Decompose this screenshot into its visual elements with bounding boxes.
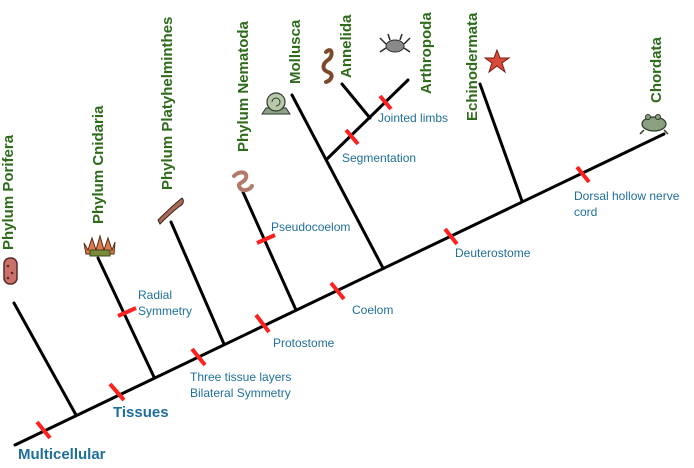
- branch-cnidaria: [96, 256, 156, 379]
- trait-cord-label: cord: [574, 205, 597, 219]
- tick-jointed-limbs: [378, 94, 393, 111]
- tick-protostome: [254, 313, 271, 334]
- tick-radial-symmetry: [117, 306, 137, 318]
- earthworm-icon: [321, 48, 334, 84]
- branch-echinodermata: [478, 82, 524, 203]
- branch-protostome-coelomates: [290, 93, 385, 270]
- branch-segmented: [325, 78, 410, 161]
- taxon-cnidaria-label: Phylum Cnidaria: [90, 105, 107, 224]
- frog-icon: [639, 114, 669, 135]
- trait-protostome-label: Protostome: [273, 336, 335, 350]
- starfish-icon: [483, 48, 511, 74]
- trait-segmentation-label: Segmentation: [342, 151, 416, 165]
- taxon-annelida-label: Annelida: [338, 14, 355, 78]
- trait-jointed-limbs-label: Jointed limbs: [378, 111, 448, 125]
- taxon-arthropoda-label: Arthropoda: [418, 12, 435, 94]
- taxon-porifera-label: Phylum Porifera: [0, 134, 17, 250]
- trait-tissues-label: Tissues: [113, 404, 169, 421]
- taxon-nematoda-label: Phylum Nematoda: [235, 20, 252, 152]
- branch-annelida: [340, 82, 372, 120]
- snail-icon: [261, 92, 291, 115]
- tick-pseudocoelom: [256, 233, 276, 245]
- branch-nematoda: [241, 190, 298, 312]
- sea-anemone-icon: [83, 234, 116, 257]
- tick-dorsal-nerve-cord: [575, 165, 591, 184]
- taxon-chordata-label: Chordata: [648, 37, 665, 103]
- trait-radial-label: Radial: [138, 288, 172, 302]
- tick-coelom: [329, 281, 346, 301]
- trait-pseudocoelom-label: Pseudocoelom: [271, 220, 350, 234]
- branch-porifera: [12, 301, 78, 417]
- main-trunk: [13, 132, 666, 447]
- trait-coelom-label: Coelom: [352, 303, 393, 317]
- trait-bilateral-label: Bilateral Symmetry: [190, 386, 291, 400]
- branch-platyhelminthes: [169, 220, 226, 346]
- trait-symmetry-label: Symmetry: [138, 304, 192, 318]
- trait-multicellular-label: Multicellular: [18, 446, 106, 463]
- tick-deuterostome: [443, 227, 459, 246]
- crab-icon: [379, 33, 411, 53]
- taxon-platyhelminthes-label: Phylum Platyhelminthes: [159, 17, 176, 190]
- tick-three-tissue-layers: [190, 347, 207, 367]
- trait-three-tissue-label: Three tissue layers: [190, 370, 291, 384]
- taxon-mollusca-label: Mollusca: [287, 19, 304, 84]
- sponge-icon: [3, 257, 18, 285]
- trait-deuterostome-label: Deuterostome: [455, 246, 531, 260]
- flatworm-icon: [157, 197, 184, 225]
- tick-tissues: [108, 382, 126, 402]
- tick-segmentation: [344, 128, 360, 146]
- tick-multicellular: [35, 420, 52, 440]
- taxon-echinodermata-label: Echinodermata: [464, 12, 481, 121]
- trait-dorsal-label: Dorsal hollow nerve: [574, 189, 680, 203]
- roundworm-icon: [232, 170, 254, 193]
